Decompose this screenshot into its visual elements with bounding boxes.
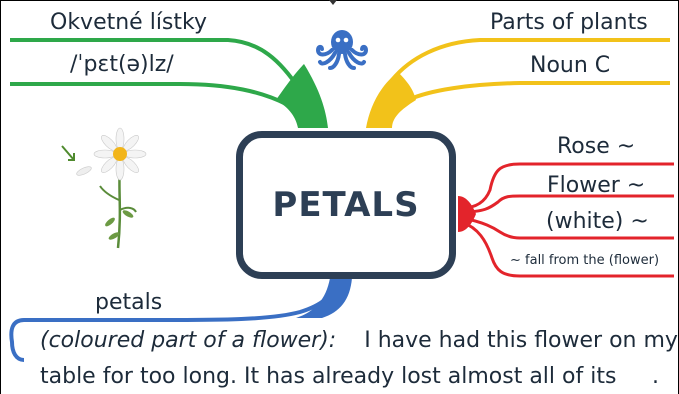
definition-line: (coloured part of a flower): I have had … <box>40 328 678 353</box>
example-text-2: table for too long. It has already lost … <box>40 364 617 389</box>
collocation-rose: Rose ~ <box>557 134 636 159</box>
top-mark <box>329 0 337 5</box>
green-branch <box>10 38 328 128</box>
center-word-box: PETALS <box>236 131 456 279</box>
example-blank-end: . <box>652 364 659 389</box>
collocation-fall: ~ fall from the (flower) <box>510 253 660 268</box>
example-line-2: table for too long. It has already lost … <box>40 364 616 389</box>
example-text-1: I have had this flower on my <box>364 328 678 353</box>
grammar-label: Noun C <box>530 53 611 78</box>
collocation-flower: Flower ~ <box>547 173 646 198</box>
daisy-flower-icon <box>61 127 147 249</box>
bottom-word-label: petals <box>95 290 163 315</box>
translation-label: Okvetné lístky <box>50 10 207 35</box>
yellow-branch <box>366 38 670 128</box>
category-label: Parts of plants <box>490 10 648 35</box>
red-branch <box>458 162 674 278</box>
top-border <box>0 0 679 1</box>
octopus-logo-icon <box>315 30 369 70</box>
pronunciation-label: /ˈpɛt(ə)lz/ <box>70 52 174 77</box>
blue-branch <box>9 278 352 362</box>
left-border <box>0 0 1 394</box>
definition-text: (coloured part of a flower): <box>40 328 337 353</box>
center-word: PETALS <box>272 185 420 225</box>
collocation-white: (white) ~ <box>546 209 649 234</box>
